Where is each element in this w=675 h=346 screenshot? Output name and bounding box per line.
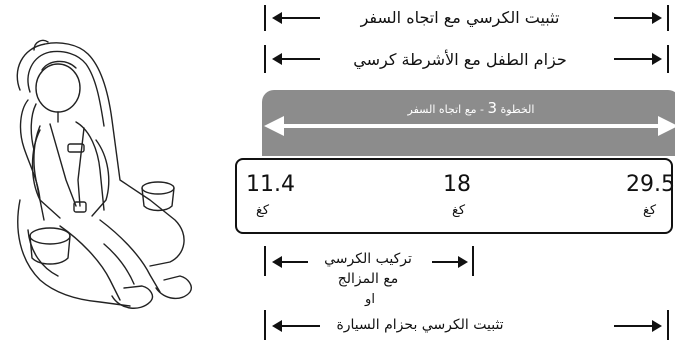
arrow-right-icon bbox=[432, 256, 468, 268]
arrow-left-icon bbox=[272, 53, 320, 65]
weight-range-box bbox=[235, 158, 673, 234]
stage-bar: الخطوة 3 - مع اتجاه السفر bbox=[262, 90, 675, 156]
stage-number: 3 bbox=[487, 99, 497, 117]
tick-left bbox=[264, 310, 266, 340]
tick-left bbox=[264, 5, 266, 31]
latch-install-line2: مع المزالج bbox=[337, 271, 399, 287]
tick-right bbox=[667, 310, 669, 340]
stage-prefix: الخطوة bbox=[500, 103, 535, 116]
tick-right bbox=[472, 246, 474, 276]
arrow-right-icon bbox=[614, 320, 662, 332]
latch-install-line1: تركيب الكرسي bbox=[324, 251, 412, 267]
weight-mid-unit: كغ bbox=[452, 203, 466, 218]
weight-max-unit: كغ bbox=[643, 203, 657, 218]
weight-max-value: 29.5 bbox=[626, 172, 675, 197]
weight-mid-value: 18 bbox=[443, 172, 471, 197]
tick-left bbox=[264, 45, 266, 73]
row-harness: حزام الطفل مع الأشرطة كرسي bbox=[0, 42, 675, 82]
arrow-right-icon bbox=[614, 12, 662, 24]
tick-left bbox=[264, 246, 266, 276]
arrow-left-icon bbox=[272, 256, 308, 268]
arrow-right-icon bbox=[614, 53, 662, 65]
stage-suffix: - مع اتجاه السفر bbox=[407, 103, 484, 116]
tick-right bbox=[667, 45, 669, 73]
harness-label: حزام الطفل مع الأشرطة كرسي bbox=[353, 50, 567, 69]
arrow-left-icon bbox=[272, 320, 320, 332]
stage-bar-label: الخطوة 3 - مع اتجاه السفر bbox=[262, 98, 675, 120]
or-label: او bbox=[365, 292, 375, 307]
belt-install-label: تثبيت الكرسي بحزام السيارة bbox=[336, 317, 504, 333]
row-install-forward: تثبيت الكرسي مع اتجاه السفر bbox=[0, 0, 675, 40]
install-forward-label: تثبيت الكرسي مع اتجاه السفر bbox=[360, 8, 560, 27]
weight-min-unit: كغ bbox=[256, 203, 270, 218]
car-seat-child-illustration bbox=[16, 39, 192, 309]
arrow-left-icon bbox=[272, 12, 320, 24]
double-arrow-icon bbox=[264, 116, 675, 136]
tick-right bbox=[667, 5, 669, 31]
weight-min-value: 11.4 bbox=[246, 172, 295, 197]
